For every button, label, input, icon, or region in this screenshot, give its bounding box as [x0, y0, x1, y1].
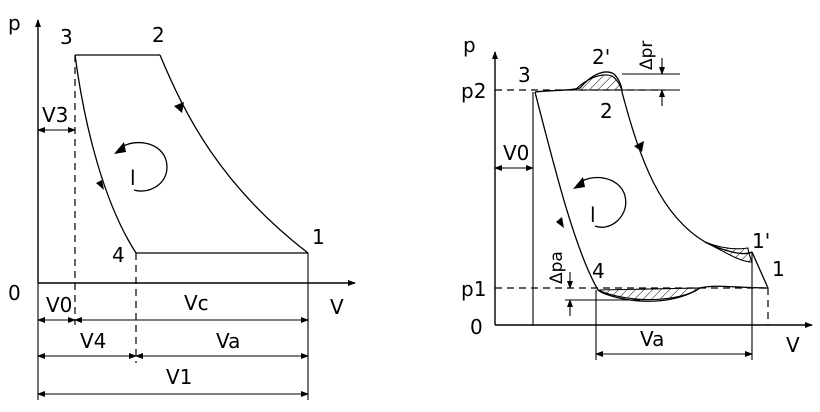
right-p1-label: p1 — [461, 277, 486, 301]
right-rotation-arrowhead-icon — [573, 177, 585, 189]
right-hatch-discharge — [573, 74, 623, 91]
right-axis-p-label: p — [463, 33, 476, 57]
right-compression-curve — [621, 91, 753, 255]
right-dpa-label: Δpa — [547, 251, 567, 284]
right-arrow-up-icon — [634, 141, 644, 152]
left-point-2: 2 — [152, 23, 165, 47]
right-hatch-suction — [597, 287, 702, 301]
right-v0-label: V0 — [503, 141, 529, 165]
right-suction-curve — [597, 285, 769, 302]
right-va-label: Va — [640, 327, 664, 351]
left-v0-label: V0 — [46, 293, 72, 317]
left-arrow-up-icon — [174, 102, 184, 113]
right-dpr-label: Δpr — [637, 41, 657, 70]
left-vc-label: Vc — [184, 291, 209, 315]
right-point-2: 2 — [600, 99, 613, 123]
left-compression-curve — [159, 54, 309, 254]
right-point-2prime: 2' — [592, 45, 610, 69]
left-expansion-curve — [74, 54, 137, 254]
left-point-3: 3 — [60, 25, 73, 49]
left-v4-label: V4 — [80, 329, 106, 353]
left-rotation-arrow-icon — [117, 141, 168, 192]
right-point-1: 1 — [772, 257, 785, 281]
left-origin-label: 0 — [8, 281, 21, 305]
left-va-label: Va — [216, 329, 240, 353]
left-v3-label: V3 — [42, 103, 68, 127]
left-axis-p-label: p — [8, 11, 21, 35]
right-origin-label: 0 — [470, 315, 483, 339]
right-cycle-label: l — [590, 203, 596, 227]
left-point-1: 1 — [312, 225, 325, 249]
left-rotation-arrowhead-icon — [114, 142, 126, 154]
right-point-3: 3 — [518, 63, 531, 87]
right-p2-label: p2 — [461, 79, 486, 103]
right-rotation-arrow-icon — [576, 176, 627, 228]
right-point-1prime: 1' — [752, 229, 770, 253]
right-axis-v-label: V — [786, 333, 800, 357]
ideal-pv-diagram: p V 0 l 3 2 1 4 V3 V0 Vc V4 — [8, 11, 356, 400]
right-point-4: 4 — [592, 259, 605, 283]
left-axis-v-label: V — [330, 295, 344, 319]
right-expansion-curve — [534, 91, 599, 291]
left-v1-label: V1 — [166, 365, 192, 389]
right-arrow-down-icon — [556, 217, 564, 228]
left-cycle-label: l — [130, 166, 136, 190]
right-discharge-curve — [534, 71, 623, 93]
left-point-4: 4 — [112, 243, 125, 267]
real-pv-diagram: p V 0 p2 p1 l 3 2' 2 1' 1 4 — [461, 33, 813, 360]
left-arrow-down-icon — [96, 180, 104, 190]
right-line-1prime-1 — [751, 251, 769, 289]
